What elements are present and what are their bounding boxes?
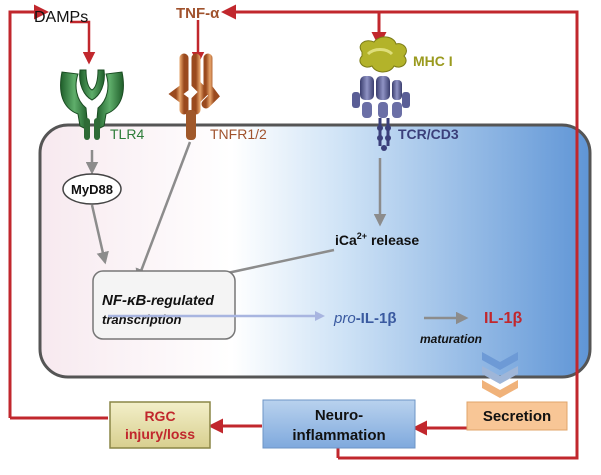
tlr4-receptor-icon [60, 69, 124, 140]
myd88-node [62, 173, 122, 205]
neuroinflammation-box [262, 399, 416, 449]
neuro-line2: inflammation [292, 427, 385, 444]
secretion-box [466, 401, 568, 431]
nfkb-line1: NF-κB-regulated [102, 292, 214, 309]
ica-superscript: 2+ [357, 231, 367, 241]
maturation-label: maturation [420, 332, 482, 346]
mhc-i-icon [359, 36, 407, 73]
regulated-text: -regulated [146, 292, 214, 308]
tcr-cd3-icon [352, 76, 410, 151]
tnfr-receptor-icon [168, 53, 220, 140]
myd88-label: MyD88 [71, 182, 113, 197]
mhc-i-label: MHC I [413, 53, 453, 69]
tnf-alpha-label: TNF-α [176, 5, 220, 22]
neuro-line1: Neuro- [315, 407, 363, 424]
pro-il1b-label: pro-IL-1β [333, 310, 397, 327]
rgc-line2: injury/loss [125, 426, 195, 442]
secretion-chevrons [482, 352, 518, 398]
il1b-label: IL-1β [484, 310, 522, 327]
ica-release-label: iCa2+ release [335, 231, 419, 248]
damps-label: DAMPs [34, 9, 88, 26]
transcription-arrowhead [315, 311, 325, 321]
nfkb-transcription: transcription [102, 312, 182, 327]
nfkb-text: NF-κB [102, 292, 146, 309]
pro-text: pro [333, 310, 356, 327]
rgc-box [109, 401, 211, 449]
secretion-label: Secretion [483, 408, 551, 425]
tlr4-label: TLR4 [110, 126, 144, 142]
nfkb-box [92, 270, 236, 340]
pro-il1b-text: -IL-1β [356, 310, 397, 327]
signal-arrows [85, 141, 469, 325]
ica-release-text: release [367, 232, 419, 248]
tcr-cd3-label: TCR/CD3 [398, 126, 459, 142]
tnfr-label: TNFR1/2 [210, 126, 267, 142]
ica-text: iCa [335, 232, 357, 248]
rgc-line1: RGC [144, 408, 175, 424]
